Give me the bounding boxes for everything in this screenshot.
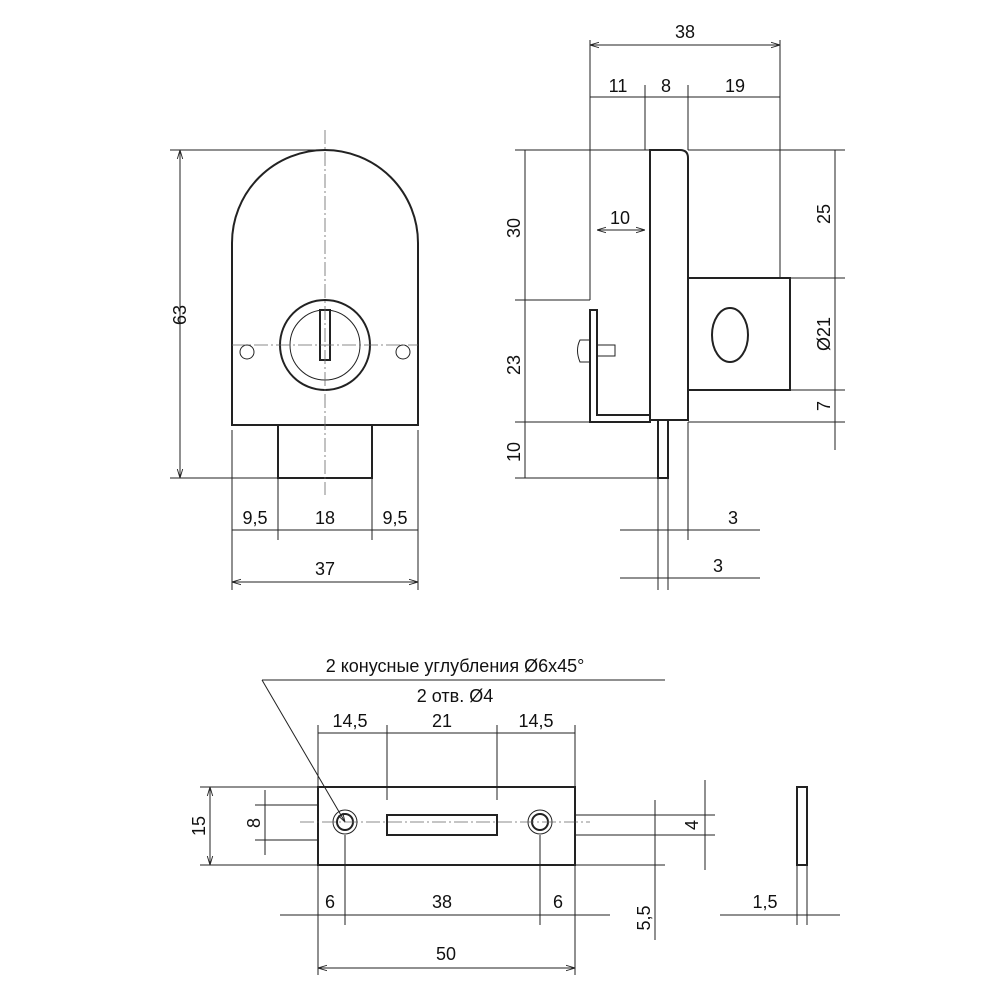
dim-50: 50	[436, 944, 456, 964]
note-holes: 2 отв. Ø4	[417, 686, 493, 706]
dim-37: 37	[315, 559, 335, 579]
dim-10-plate: 10	[610, 208, 630, 228]
front-view: 63 9,5 18 9,5 37	[170, 130, 419, 590]
dim-1-5: 1,5	[752, 892, 777, 912]
dim-3-b: 3	[713, 556, 723, 576]
dim-11: 11	[609, 76, 628, 96]
dim-3-a: 3	[728, 508, 738, 528]
dim-63: 63	[170, 305, 190, 325]
dim-4: 4	[682, 820, 702, 830]
note-countersinks: 2 конусные углубления Ø6х45°	[326, 656, 585, 676]
dim-6-left: 6	[325, 892, 335, 912]
dim-14-5-right: 14,5	[518, 711, 553, 731]
dim-38-side: 38	[675, 22, 695, 42]
dim-18: 18	[315, 508, 335, 528]
side-view: 38 11 8 19 10 30 23 10 25 Ø21 7 3 3	[504, 22, 845, 590]
dim-7: 7	[814, 401, 834, 411]
dim-25: 25	[814, 204, 834, 224]
dim-23: 23	[504, 355, 524, 375]
dim-15: 15	[189, 816, 209, 836]
dim-21: 21	[432, 711, 452, 731]
dim-10: 10	[504, 442, 524, 462]
dim-38-plate: 38	[432, 892, 452, 912]
dim-19: 19	[725, 76, 745, 96]
dim-5-5: 5,5	[634, 905, 654, 930]
dim-30: 30	[504, 218, 524, 238]
dim-d21: Ø21	[814, 317, 834, 351]
dim-6-right: 6	[553, 892, 563, 912]
dim-9-5-right: 9,5	[382, 508, 407, 528]
dim-8-plate: 8	[244, 818, 264, 828]
strike-plate: 2 конусные углубления Ø6х45° 2 отв. Ø4 1…	[189, 656, 840, 975]
dim-8: 8	[661, 76, 671, 96]
dim-9-5-left: 9,5	[242, 508, 267, 528]
dim-14-5-left: 14,5	[332, 711, 367, 731]
